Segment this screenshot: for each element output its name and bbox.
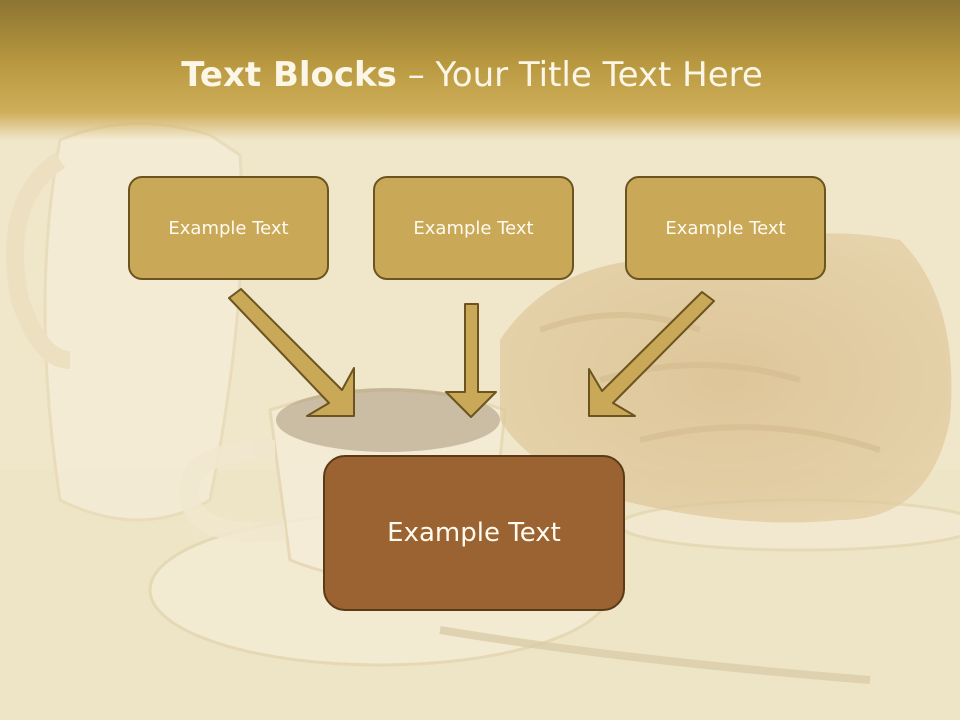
text-block-2[interactable]: Example Text: [373, 176, 574, 280]
text-block-1-label: Example Text: [168, 217, 289, 239]
text-block-1[interactable]: Example Text: [128, 176, 329, 280]
title-band: [0, 0, 960, 140]
title-dash: –: [396, 55, 436, 95]
text-block-3[interactable]: Example Text: [625, 176, 826, 280]
text-block-2-label: Example Text: [413, 217, 534, 239]
main-text-block[interactable]: Example Text: [323, 455, 625, 611]
title-bold-part: Text Blocks: [181, 55, 397, 95]
slide-title: Text Blocks – Your Title Text Here: [0, 55, 944, 95]
spoon-shape: [439, 626, 871, 684]
arrow-middle-down: [445, 303, 497, 418]
arrow-left-diagonal: [228, 288, 355, 417]
text-block-3-label: Example Text: [665, 217, 786, 239]
main-text-block-label: Example Text: [387, 518, 561, 548]
arrow-right-diagonal: [588, 291, 715, 417]
title-rest-part: Your Title Text Here: [435, 55, 763, 95]
